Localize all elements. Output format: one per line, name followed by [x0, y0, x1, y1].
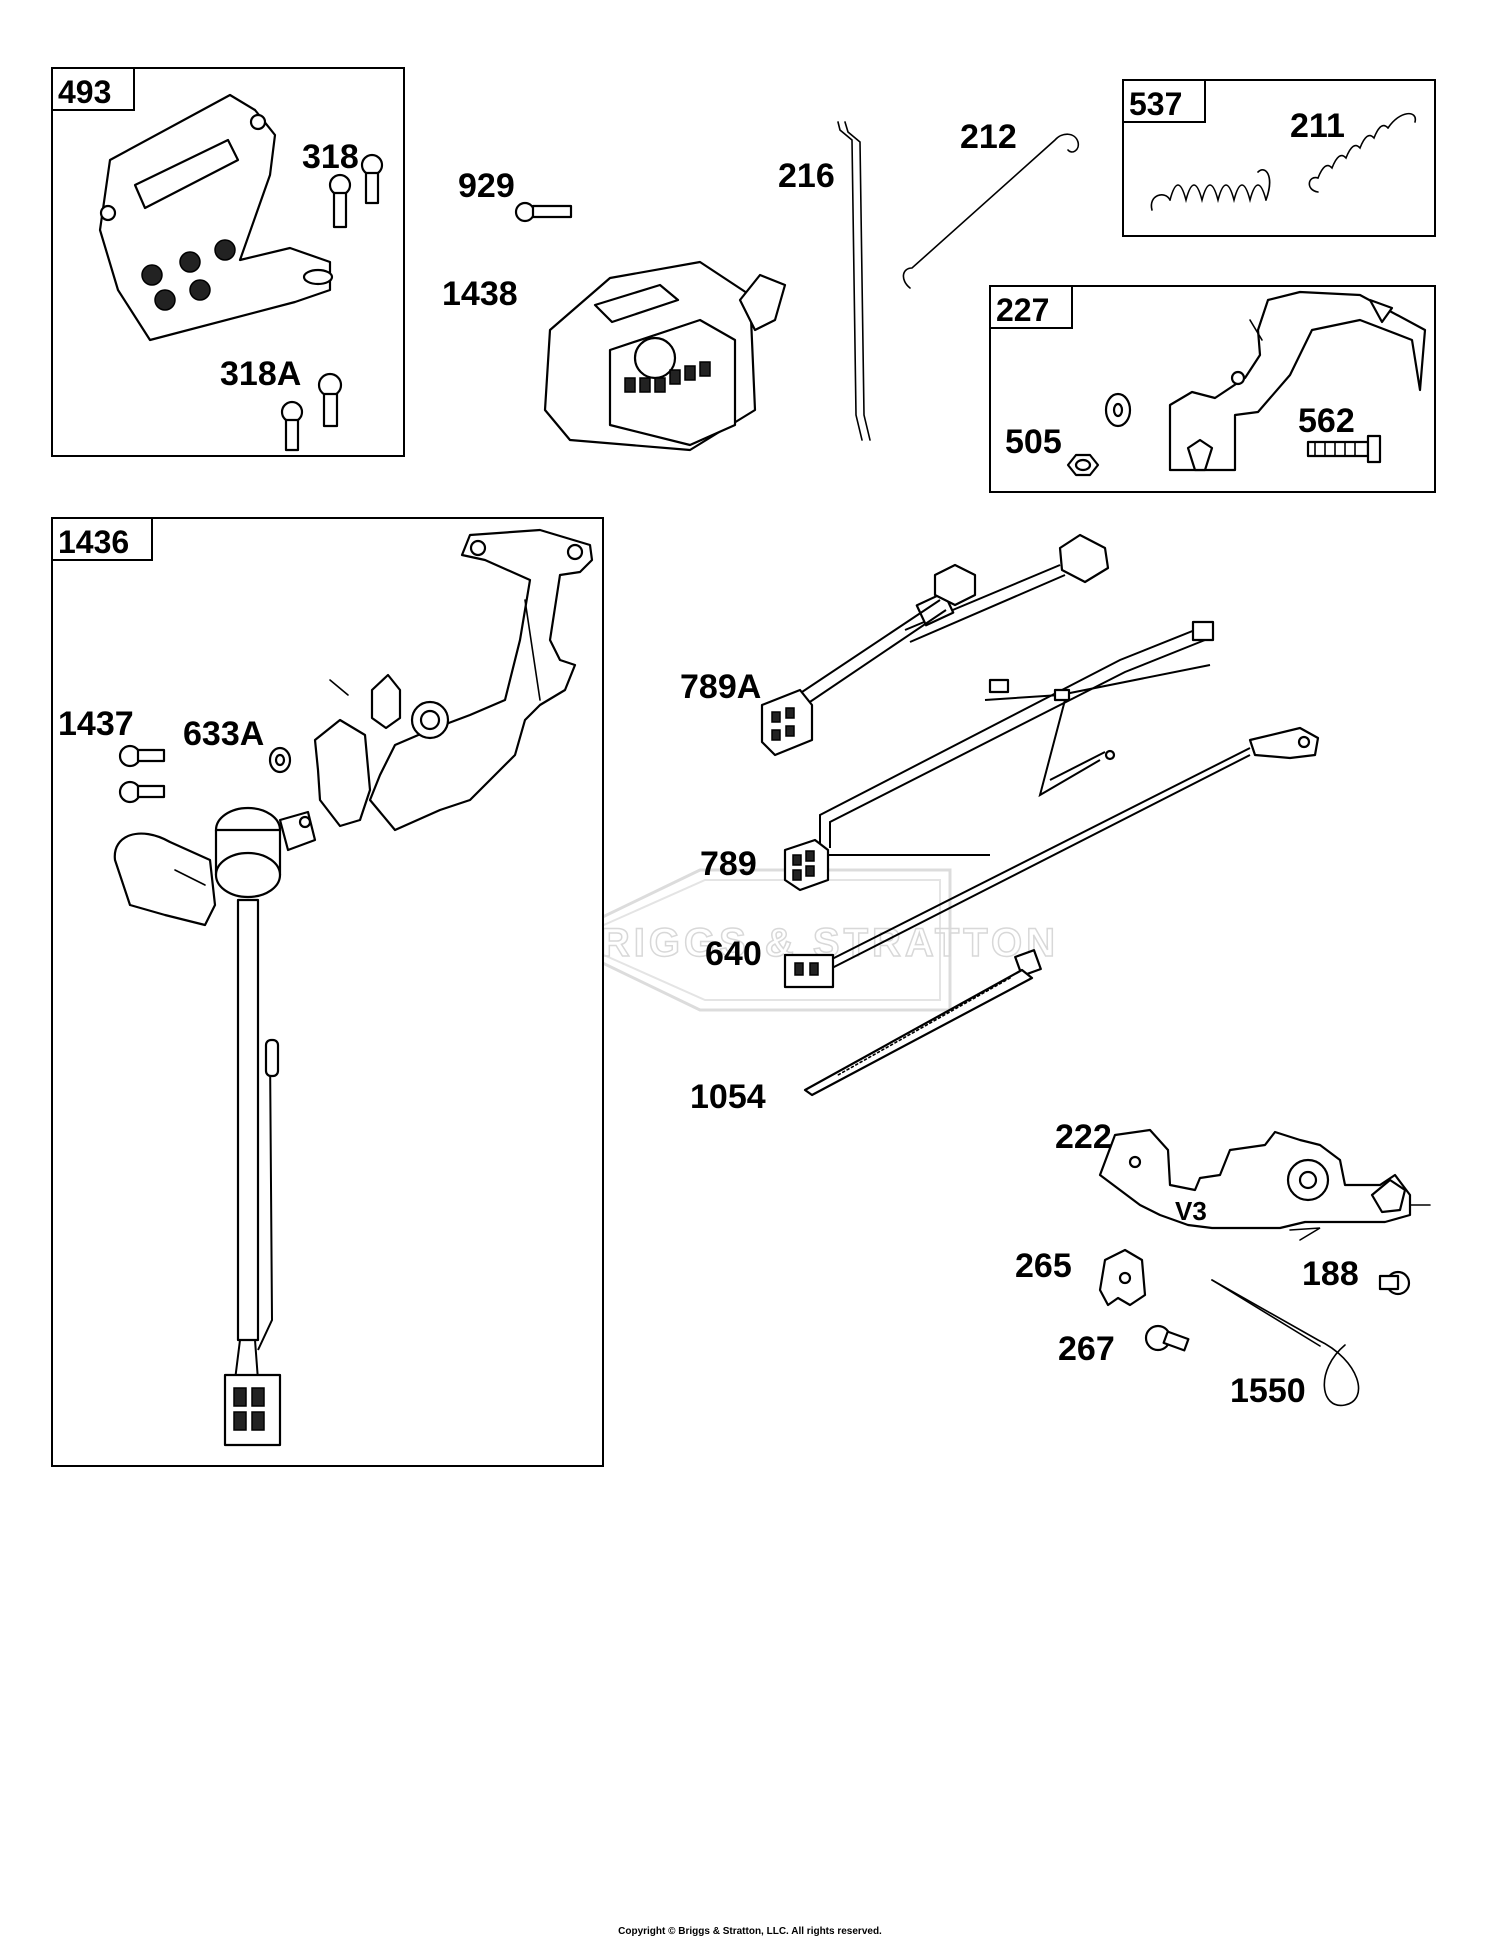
wire-clips [141, 239, 236, 311]
part-789-harness [783, 620, 1215, 892]
callout-212: 212 [960, 118, 1017, 156]
callout-1437: 1437 [58, 705, 134, 743]
part-222-control-bracket: V3 [1098, 1128, 1431, 1241]
callout-216: 216 [778, 157, 835, 195]
screw-318A [280, 372, 343, 452]
callout-929: 929 [458, 167, 515, 205]
part-929 [514, 201, 573, 223]
module-pins [624, 361, 711, 393]
part-1550-loop [1211, 1279, 1360, 1407]
group-537-tag-box [1122, 79, 1206, 123]
part-640-wire [783, 726, 1320, 989]
callout-633A: 633A [183, 715, 264, 753]
part-1438-module [543, 260, 787, 452]
bracket-grommet [99, 204, 117, 222]
part-265-clip [1098, 1248, 1147, 1307]
governor-bracket [1168, 290, 1427, 472]
screw-562 [1306, 434, 1382, 464]
ignition-switch [214, 806, 317, 899]
callout-222: 222 [1055, 1118, 1112, 1156]
callout-211: 211 [1290, 107, 1345, 145]
connector-pins [771, 707, 795, 741]
group-227-tag-box [989, 285, 1073, 329]
bracket-grommet [249, 113, 267, 131]
copyright-notice: Copyright © Briggs & Stratton, LLC. All … [618, 1926, 882, 1937]
part-267-screw [1144, 1324, 1190, 1352]
group-1436: 1436 1437 633A [51, 517, 604, 1467]
screw-318 [328, 153, 384, 229]
washer [1104, 392, 1132, 428]
bracket-slot [133, 138, 240, 210]
callout-789: 789 [700, 845, 757, 883]
part-789A-harness [760, 533, 1110, 757]
callout-505: 505 [1005, 423, 1062, 461]
part-1054-cable-tie [803, 949, 1042, 1097]
part-216-rod [837, 121, 871, 441]
callout-1438: 1438 [442, 275, 518, 313]
group-537-tag: 537 [1129, 86, 1182, 122]
group-493: 493 318 318A [51, 67, 405, 457]
washer-633A [268, 746, 292, 774]
group-227: 227 505 562 [989, 285, 1436, 493]
callout-318: 318 [302, 138, 359, 176]
callout-1550: 1550 [1230, 1372, 1306, 1410]
connector-pins [792, 850, 815, 881]
callout-640: 640 [705, 935, 762, 973]
nut-505 [1066, 453, 1100, 477]
part-marking-v3: V3 [1175, 1196, 1207, 1226]
callout-789A: 789A [680, 668, 761, 706]
spring-211 [1308, 112, 1416, 193]
callout-265: 265 [1015, 1247, 1072, 1285]
group-493-tag: 493 [58, 74, 111, 110]
group-1436-tag-box [51, 517, 153, 561]
group-493-tag-box [51, 67, 135, 111]
spring-537 [1150, 169, 1271, 211]
screw-1437 [118, 744, 166, 804]
callout-267: 267 [1058, 1330, 1115, 1368]
group-537: 537 211 [1122, 79, 1436, 237]
bracket-hole [302, 268, 334, 286]
callout-1054: 1054 [690, 1078, 766, 1116]
callout-188: 188 [1302, 1255, 1359, 1293]
group-1436-tag: 1436 [58, 524, 129, 560]
part-188-screw [1378, 1270, 1411, 1296]
callout-318A: 318A [220, 355, 301, 393]
switch-cap [113, 832, 217, 927]
callout-562: 562 [1298, 402, 1355, 440]
part-212-link [902, 133, 1080, 289]
throttle-bracket [313, 528, 594, 832]
group-227-tag: 227 [996, 292, 1049, 328]
wire-harness [223, 898, 282, 1447]
